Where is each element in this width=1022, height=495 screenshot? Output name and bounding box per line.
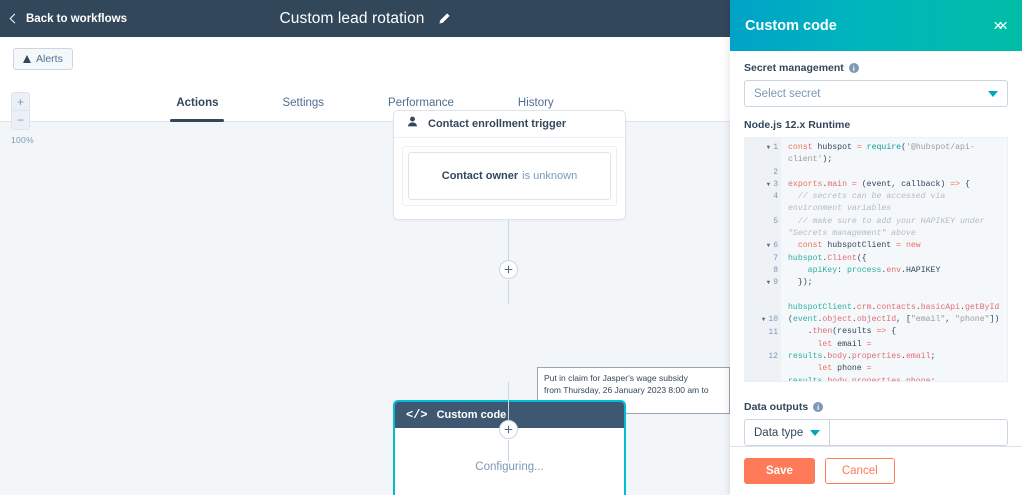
zoom-in-button[interactable]: + bbox=[11, 92, 30, 111]
cancel-button[interactable]: Cancel bbox=[824, 458, 895, 484]
data-type-select[interactable]: Data type bbox=[745, 420, 831, 445]
minus-icon: − bbox=[16, 113, 24, 127]
line-number: 5 bbox=[773, 216, 778, 226]
back-to-workflows-label: Back to workflows bbox=[26, 12, 127, 25]
tab-actions[interactable]: Actions bbox=[170, 85, 225, 122]
tooltip-line-1: Put in claim for Jasper's wage subsidy bbox=[544, 373, 688, 383]
editor-code-text[interactable]: const hubspot = require('@hubspot/api-cl… bbox=[788, 143, 1000, 382]
filter-criterion[interactable]: Contact owner is unknown bbox=[408, 152, 611, 200]
top-navigation-bar: Back to workflows Custom lead rotation bbox=[0, 0, 730, 37]
panel-header: Custom code ×× bbox=[730, 0, 1022, 51]
line-number: ▼10 bbox=[761, 315, 778, 325]
contact-enrollment-trigger-node[interactable]: Contact enrollment trigger Contact owner… bbox=[393, 110, 626, 220]
custom-code-action-node[interactable]: </> Custom code Configuring... bbox=[393, 400, 626, 495]
data-outputs-label: Data outputs bbox=[744, 401, 809, 413]
line-number: 7 bbox=[773, 253, 778, 263]
line-number: 2 bbox=[773, 167, 778, 177]
line-number: ▼9 bbox=[766, 278, 778, 288]
editor-gutter: ▼1 2 ▼3 4 5 ▼6 7 8 ▼9 ▼10 11 12 bbox=[745, 138, 781, 381]
panel-title: Custom code bbox=[745, 17, 837, 34]
zoom-out-button[interactable]: − bbox=[11, 111, 30, 130]
pencil-edit-icon[interactable] bbox=[437, 12, 451, 26]
filter-group: Contact owner is unknown bbox=[402, 146, 617, 206]
tab-settings[interactable]: Settings bbox=[276, 85, 330, 121]
info-icon-outputs[interactable]: i bbox=[813, 402, 824, 412]
panel-footer: Save Cancel bbox=[730, 446, 1022, 495]
add-action-button-1[interactable] bbox=[499, 260, 518, 279]
connector-line-2 bbox=[508, 280, 509, 304]
data-outputs-label-row: Data outputs i bbox=[744, 401, 1008, 413]
plus-icon: + bbox=[16, 94, 24, 109]
connector-line-1 bbox=[508, 220, 509, 260]
workflow-canvas-area: Back to workflows Custom lead rotation A… bbox=[0, 0, 730, 495]
add-action-button-2[interactable] bbox=[499, 420, 518, 439]
code-brackets-icon: </> bbox=[406, 408, 428, 422]
info-icon-secret[interactable]: i bbox=[848, 63, 859, 73]
back-to-workflows-link[interactable]: Back to workflows bbox=[0, 13, 127, 25]
connector-line-3 bbox=[508, 382, 509, 420]
page-title: Custom lead rotation bbox=[279, 9, 425, 27]
zoom-controls: + − 100% bbox=[11, 92, 34, 145]
data-type-label: Data type bbox=[754, 426, 804, 439]
custom-code-side-panel: Custom code ×× Secret management i Selec… bbox=[730, 0, 1022, 495]
connector-line-4 bbox=[508, 440, 509, 462]
data-output-name-input[interactable] bbox=[830, 420, 1007, 445]
line-number: 8 bbox=[773, 265, 778, 275]
data-output-row: Data type bbox=[744, 419, 1008, 446]
custom-code-node-status: Configuring... bbox=[475, 460, 544, 473]
alerts-button-label: Alerts bbox=[36, 53, 63, 65]
contact-person-icon bbox=[406, 115, 419, 133]
trigger-node-title: Contact enrollment trigger bbox=[428, 118, 567, 130]
tab-performance[interactable]: Performance bbox=[382, 85, 460, 121]
tab-actions-label: Actions bbox=[176, 97, 219, 109]
custom-code-node-title: Custom code bbox=[436, 409, 507, 421]
data-outputs-section: Data outputs i Data type bbox=[730, 391, 1022, 446]
alerts-bar: Alerts bbox=[0, 37, 730, 85]
secret-management-label-row: Secret management i bbox=[744, 62, 1008, 74]
flow-canvas[interactable]: + − 100% Contact enrollment trigger Cont… bbox=[0, 92, 730, 495]
close-icon[interactable]: ×× bbox=[993, 16, 1008, 35]
chevron-down-icon bbox=[988, 90, 998, 97]
secret-select[interactable]: Select secret bbox=[744, 80, 1008, 107]
line-number: ▼1 bbox=[766, 143, 778, 152]
alerts-button[interactable]: Alerts bbox=[13, 48, 73, 70]
trigger-node-header: Contact enrollment trigger bbox=[394, 111, 625, 138]
filter-property-label: Contact owner bbox=[441, 170, 519, 182]
line-number: 4 bbox=[773, 192, 778, 202]
secret-management-label: Secret management bbox=[744, 62, 844, 74]
filter-condition-label: is unknown bbox=[522, 170, 578, 182]
zoom-level-label: 100% bbox=[11, 135, 34, 145]
chevron-down-icon-datatype bbox=[810, 429, 821, 436]
line-number: 12 bbox=[768, 352, 778, 362]
trigger-node-body: Contact owner is unknown bbox=[394, 138, 625, 214]
chevron-left-icon bbox=[9, 13, 20, 24]
line-number: ▼3 bbox=[766, 179, 778, 189]
tab-history-label: History bbox=[517, 97, 554, 109]
tab-performance-label: Performance bbox=[388, 97, 454, 109]
code-editor[interactable]: ▼1 2 ▼3 4 5 ▼6 7 8 ▼9 ▼10 11 12 const hu… bbox=[744, 137, 1008, 382]
tab-history[interactable]: History bbox=[512, 85, 560, 121]
line-number: ▼6 bbox=[766, 241, 778, 251]
warning-triangle-icon bbox=[23, 55, 31, 63]
save-button[interactable]: Save bbox=[744, 458, 815, 484]
secret-select-value: Select secret bbox=[754, 87, 821, 100]
panel-body: Secret management i Select secret Node.j… bbox=[730, 51, 1022, 391]
line-number: 11 bbox=[768, 327, 778, 337]
tab-settings-label: Settings bbox=[282, 97, 325, 109]
runtime-label: Node.js 12.x Runtime bbox=[744, 119, 851, 131]
